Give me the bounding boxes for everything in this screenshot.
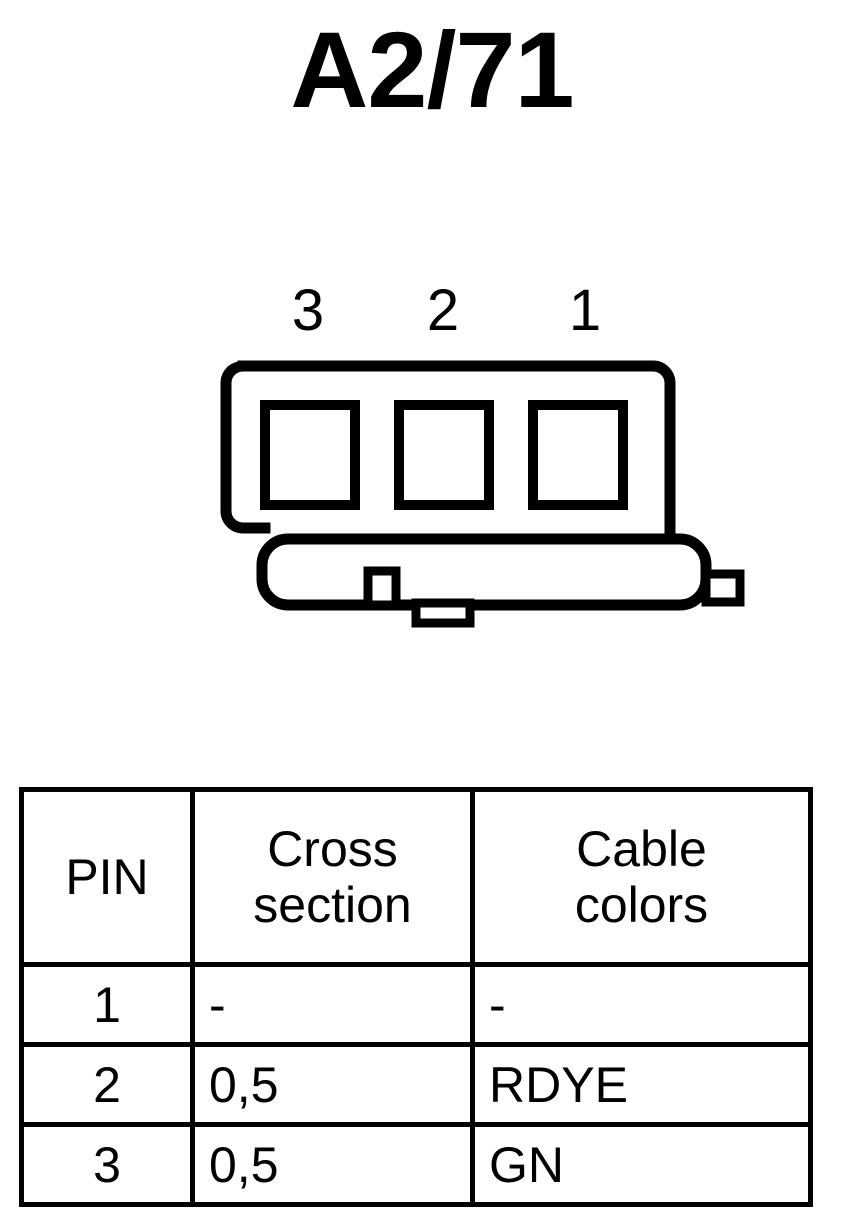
cell-cable-colors: GN	[470, 1122, 813, 1207]
cavity-3	[260, 400, 360, 510]
connector-housing-upper	[220, 360, 676, 546]
cell-pin: 1	[19, 962, 195, 1047]
column-header-cable-colors: Cable colors	[470, 787, 813, 967]
pin-number-label-3: 3	[292, 278, 324, 343]
table-row: 1 - -	[19, 962, 813, 1047]
pin-number-label-1: 1	[569, 278, 601, 343]
column-header-cross-section: Cross section	[190, 787, 475, 967]
pin-number-label-2: 2	[427, 278, 459, 343]
cell-pin: 2	[19, 1042, 195, 1127]
connector-locking-bar	[256, 533, 745, 628]
cell-pin: 3	[19, 1122, 195, 1207]
column-header-pin: PIN	[19, 787, 195, 967]
table-row: 2 0,5 RDYE	[19, 1042, 813, 1127]
connector-diagram: 3 2 1	[0, 270, 864, 640]
pin-assignment-table: PIN Cross section Cable colors 1 - - 2 0…	[19, 787, 813, 1207]
cavity-1	[528, 400, 628, 510]
locking-bar-side-tab	[701, 569, 745, 607]
table-row: 3 0,5 GN	[19, 1122, 813, 1207]
cell-cable-colors: -	[470, 962, 813, 1047]
table-header-row: PIN Cross section Cable colors	[19, 787, 813, 967]
cell-cross-section: -	[190, 962, 475, 1047]
cell-cable-colors: RDYE	[470, 1042, 813, 1127]
locking-bar-bottom-tab	[411, 598, 475, 628]
cavity-2	[394, 400, 494, 510]
page-title: A2/71	[290, 9, 574, 130]
connector-cavities	[260, 400, 628, 510]
locking-bar-notch	[363, 566, 401, 610]
cell-cross-section: 0,5	[190, 1042, 475, 1127]
cell-cross-section: 0,5	[190, 1122, 475, 1207]
